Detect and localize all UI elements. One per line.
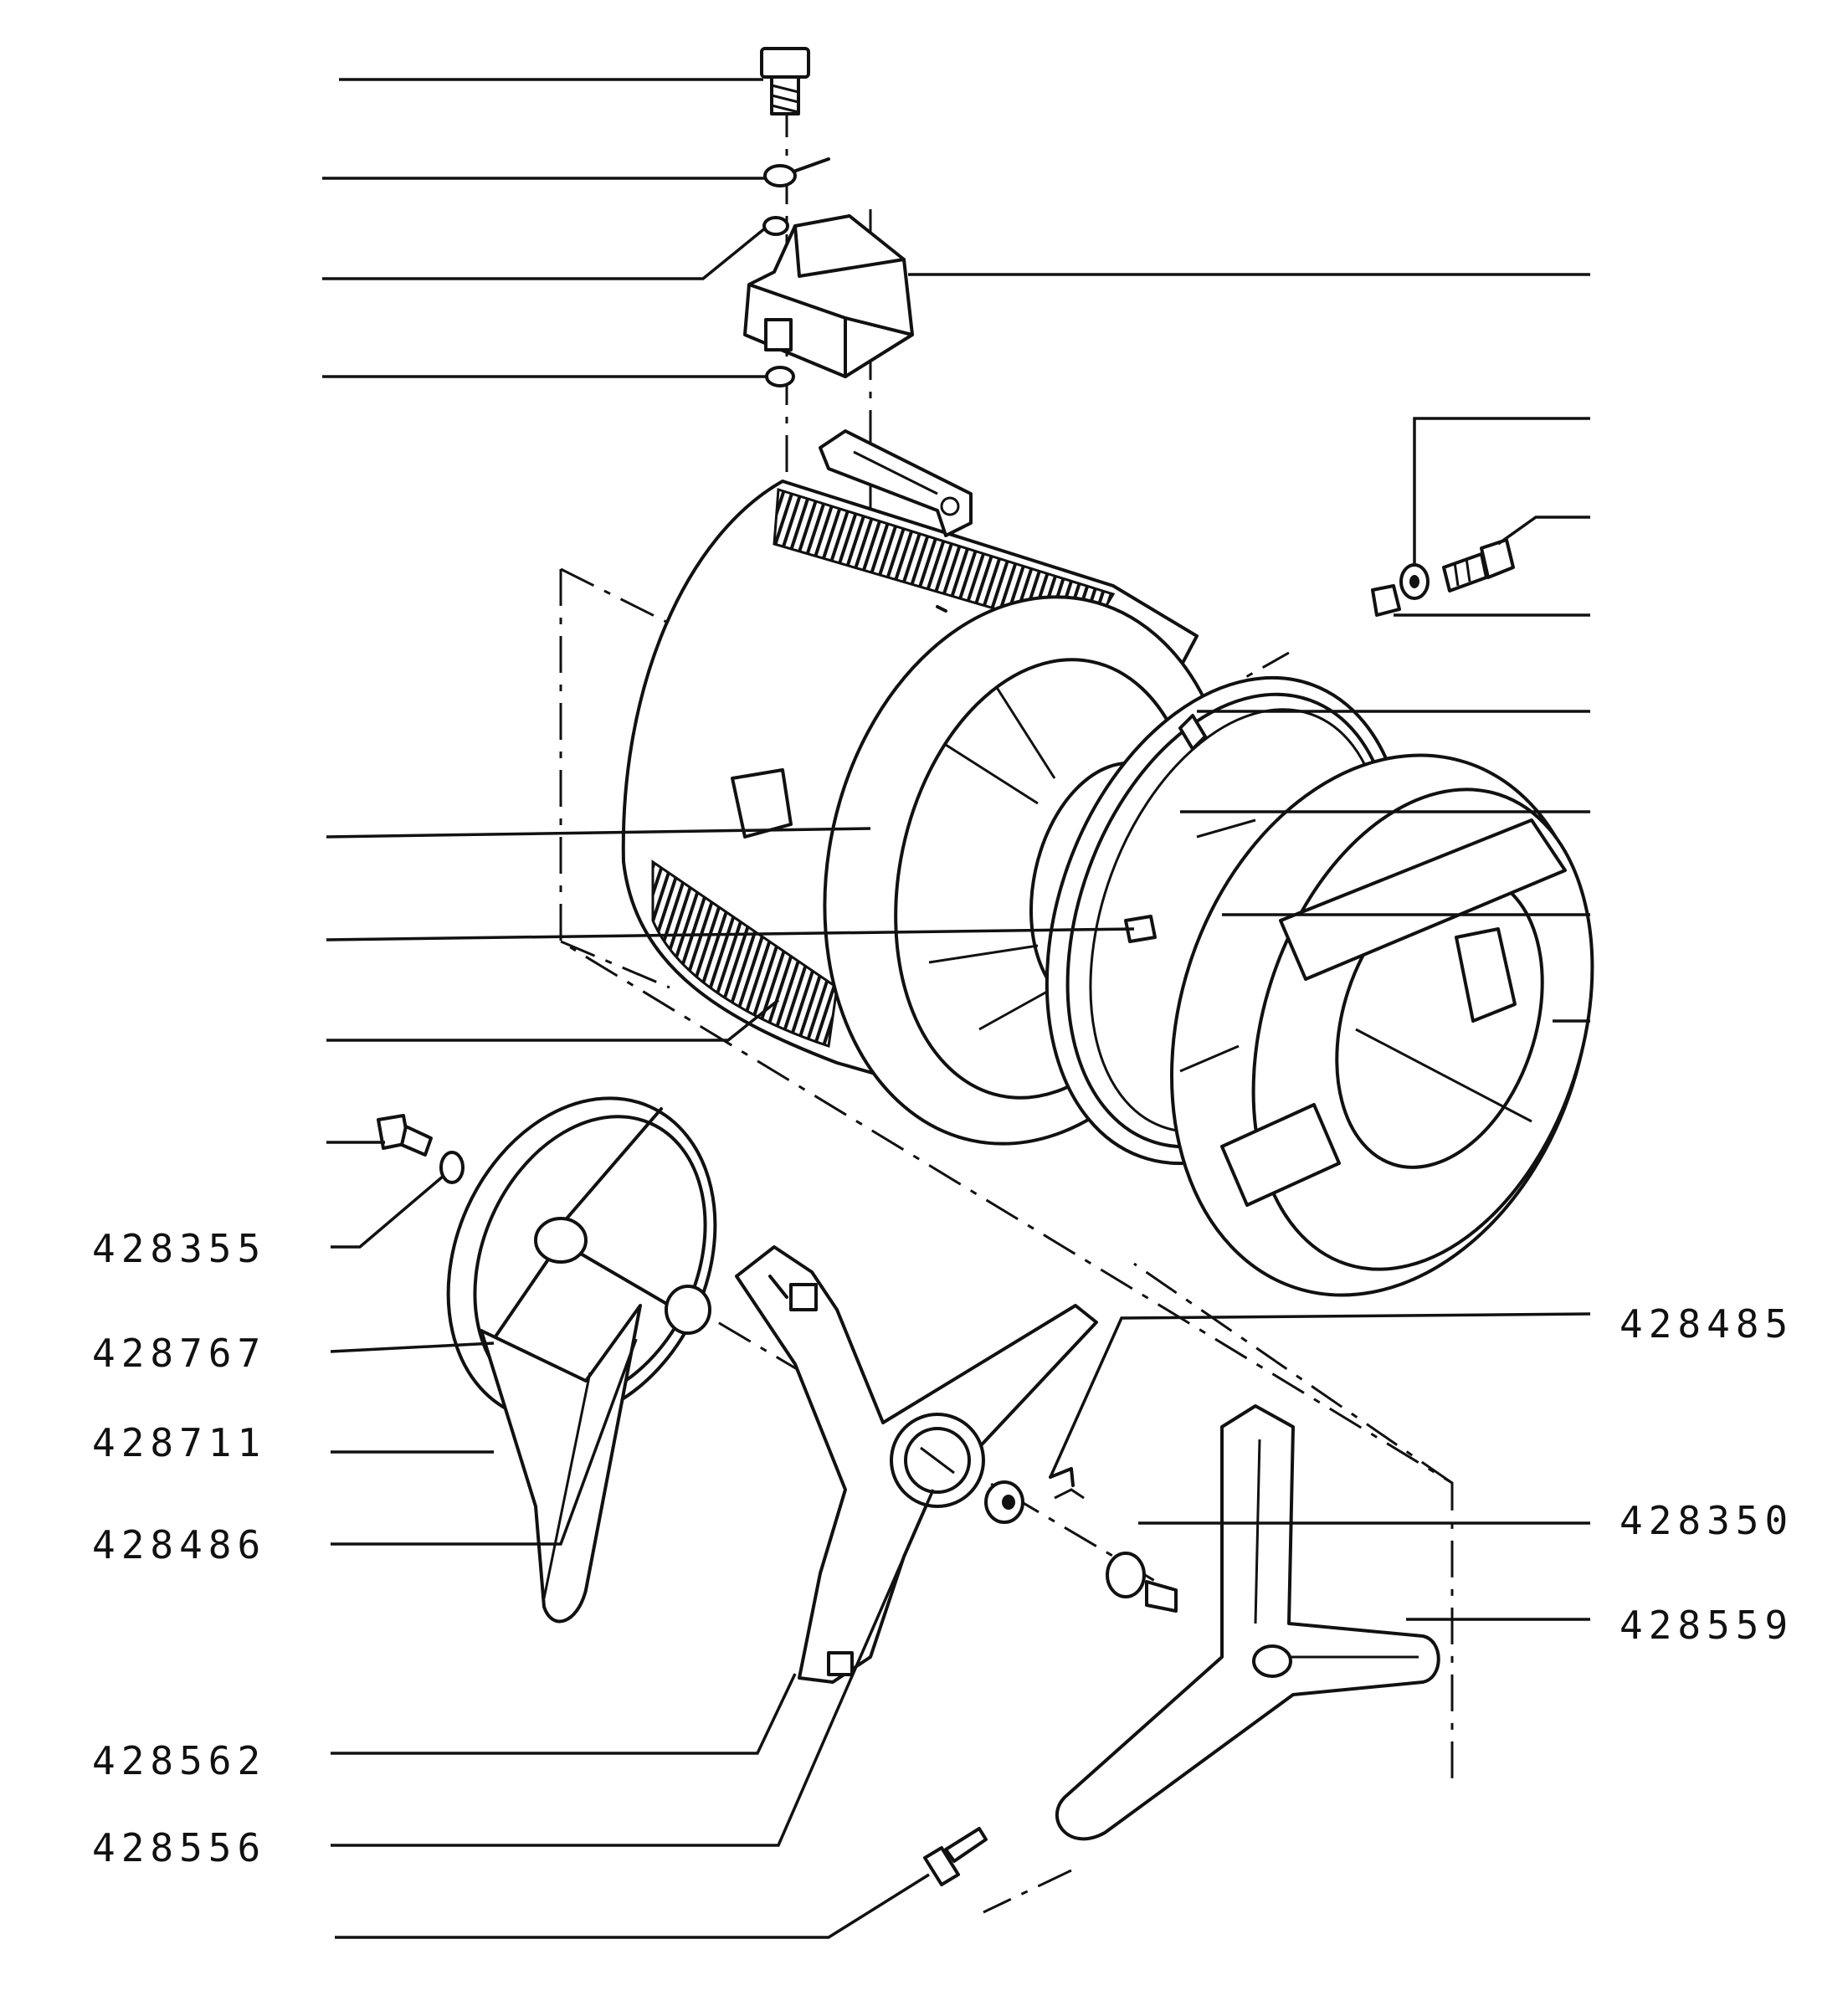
hex-bolt-top — [760, 47, 810, 115]
tub-housing — [1170, 753, 1594, 1297]
front-cross-support — [735, 1245, 1098, 1684]
washer-right — [1399, 563, 1430, 600]
bearing-left — [665, 1285, 711, 1335]
part-label-428486: 428486 — [92, 1522, 266, 1567]
square-nut — [1371, 584, 1401, 617]
small-clip — [1049, 1467, 1085, 1500]
part-label-428559: 428559 — [1620, 1603, 1794, 1648]
bearing-center — [984, 1480, 1024, 1524]
mounting-bracket — [743, 214, 914, 378]
part-label-428562: 428562 — [92, 1738, 266, 1783]
washer-lower — [765, 366, 795, 387]
leader-lines-left — [322, 78, 1135, 1939]
drive-belt — [480, 1304, 642, 1624]
part-label-428355: 428355 — [92, 1226, 266, 1271]
drum-top-bracket — [819, 429, 973, 537]
part-label-428711: 428711 — [92, 1420, 266, 1465]
part-label-428485: 428485 — [1620, 1301, 1794, 1347]
wing-washer — [763, 157, 830, 187]
bushing — [1106, 1552, 1178, 1613]
leader-lines-right — [908, 273, 1591, 1621]
part-label-428767: 428767 — [92, 1331, 266, 1376]
pulley-bolt — [377, 1114, 433, 1157]
rear-tripod-support — [1055, 1404, 1440, 1841]
part-label-428350: 428350 — [1620, 1498, 1794, 1543]
pulley-washer — [439, 1151, 465, 1184]
screw-bottom — [923, 1827, 988, 1886]
part-label-428556: 428556 — [92, 1825, 266, 1870]
part-labels-left: 428355 428767 428711 428486 428562 42855… — [92, 1226, 266, 1870]
bolt-right — [1442, 538, 1515, 593]
part-labels-right: 428485 428350 428559 — [1620, 1301, 1794, 1648]
washer-upper — [762, 216, 789, 236]
